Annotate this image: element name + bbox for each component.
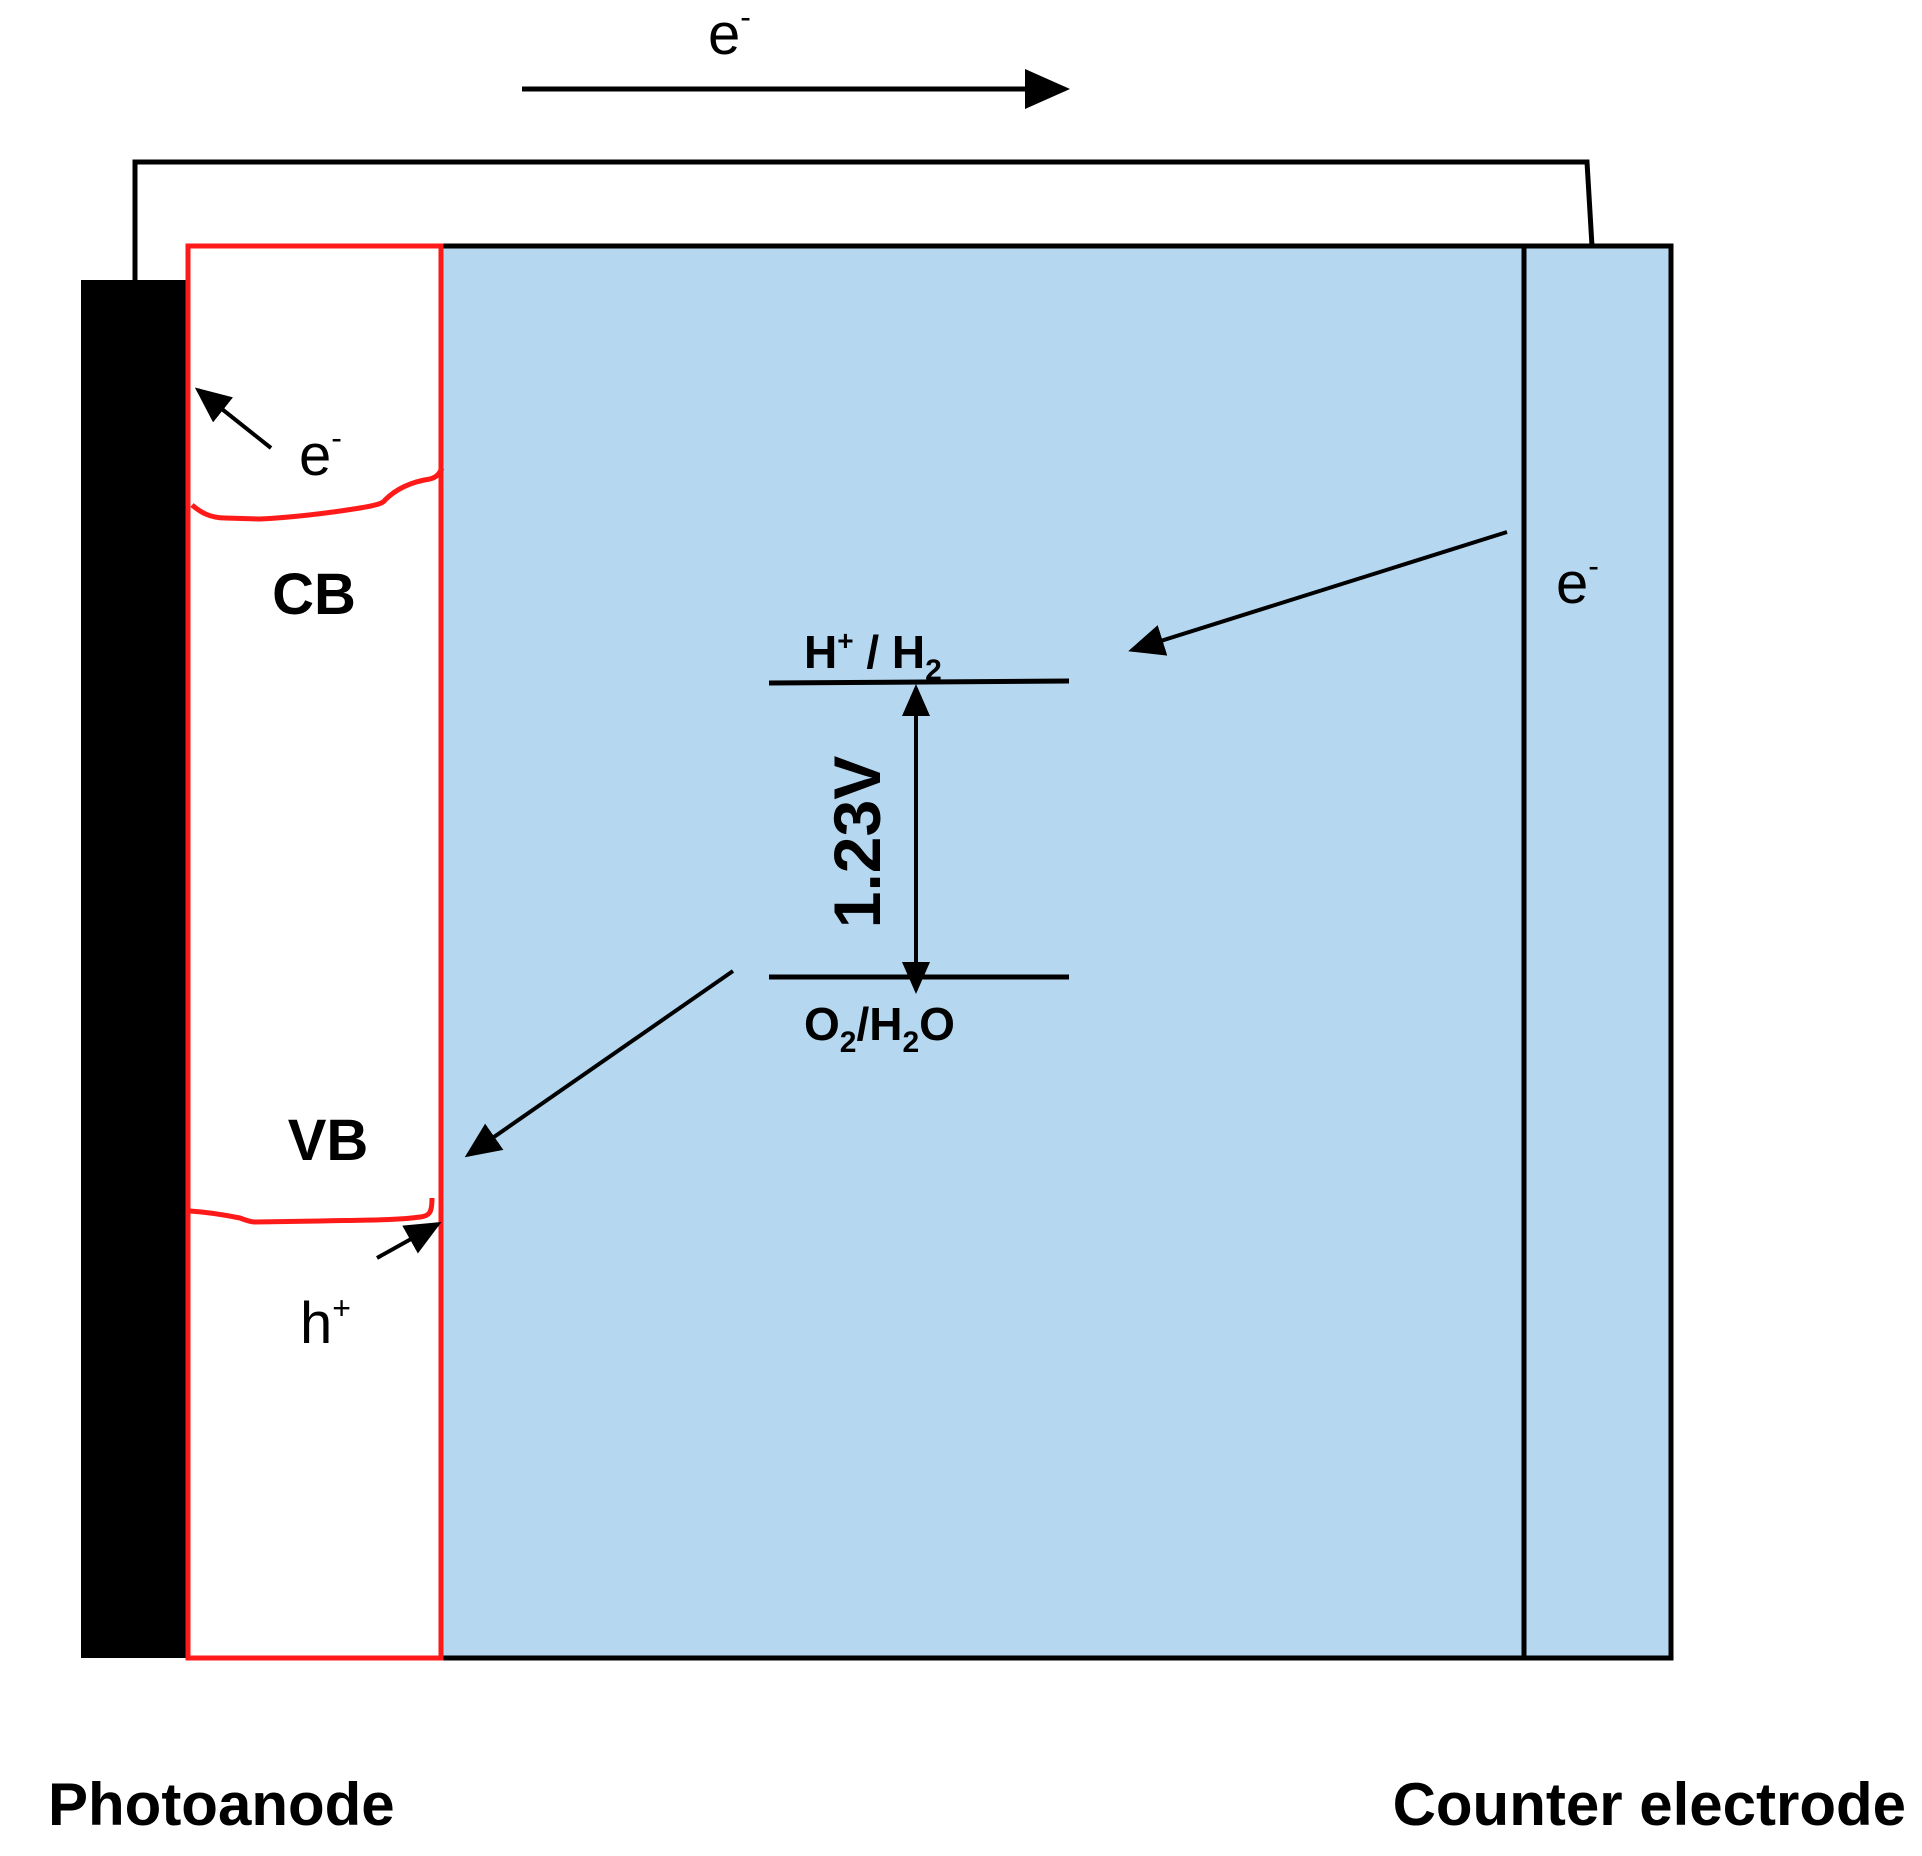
anode-electron-arrow: [194, 387, 273, 450]
current-collector: [81, 280, 187, 1658]
hole-arrow: [376, 1222, 442, 1260]
counter-electron-arrow: [1128, 530, 1508, 656]
valence-band-label: VB: [288, 1108, 369, 1173]
hole-label: h+: [300, 1290, 351, 1356]
water-oxidation-arrow: [464, 969, 735, 1158]
external-circuit-wire: [132, 159, 1595, 280]
h-plus-h2-label: H+ / H2: [804, 625, 942, 687]
conduction-band-edge: [190, 466, 445, 522]
circuit-electron-label: e-: [708, 0, 751, 67]
counter-electron-label: e-: [1556, 548, 1599, 616]
electrolyte: [438, 243, 1674, 1661]
o2-h2o-label: O2/H2O: [804, 998, 955, 1059]
conduction-band-label: CB: [272, 562, 356, 627]
semiconductor-layer: [185, 243, 444, 1661]
photoanode-label: Photoanode: [48, 1771, 395, 1838]
anode-electron-label: e-: [299, 420, 342, 488]
h-plus-h2-level: [768, 678, 1070, 686]
valence-band-edge: [189, 1197, 435, 1225]
counter-electrode-label: Counter electrode: [1393, 1771, 1906, 1838]
potential-label: 1.23V: [820, 756, 894, 928]
